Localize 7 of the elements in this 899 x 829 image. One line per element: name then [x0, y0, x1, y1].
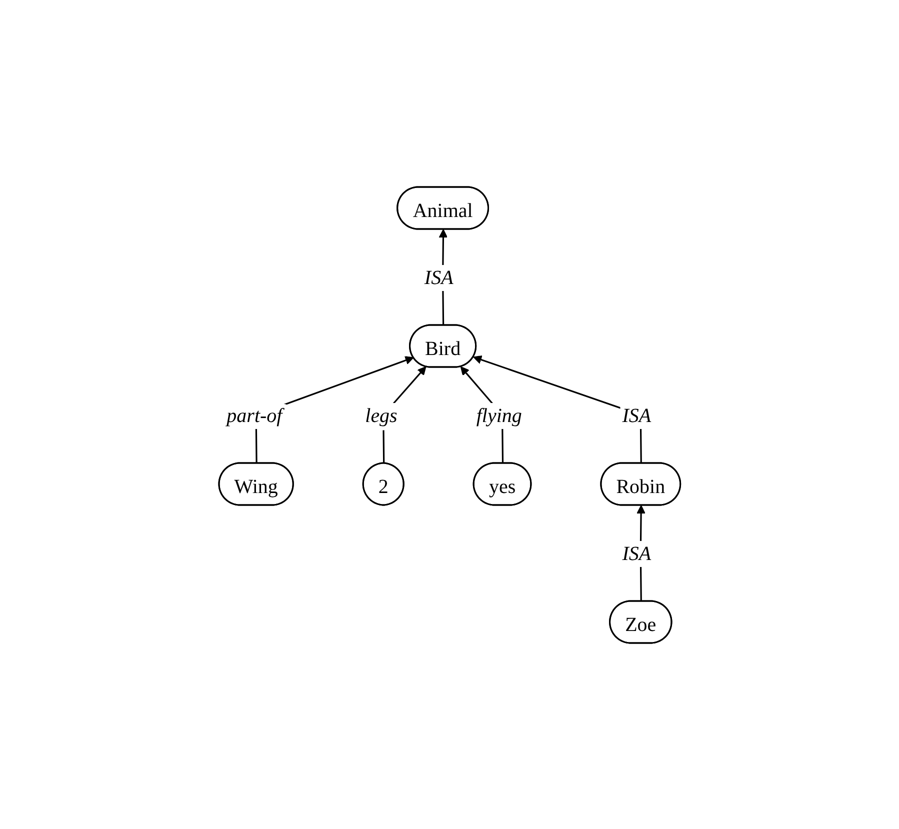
edge-label: legs — [364, 404, 398, 426]
edge-label: ISA — [622, 404, 651, 426]
edge-label: part-of — [226, 404, 282, 426]
edge-label: flying — [476, 404, 522, 426]
edge-label: ISA — [424, 266, 454, 288]
edge-label: ISA — [622, 542, 651, 564]
arrow — [255, 356, 414, 463]
